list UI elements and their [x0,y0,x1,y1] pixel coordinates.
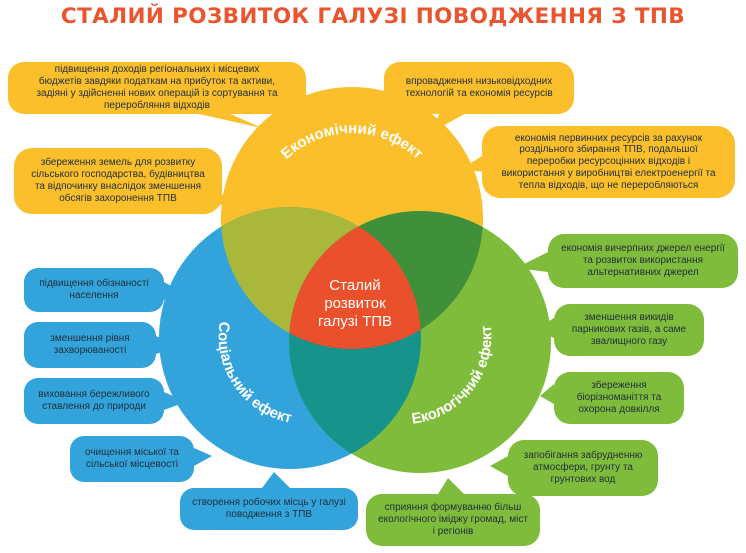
ecological-bubble-3: збереження біорізноманіття та охорона до… [554,372,684,424]
social-bubble-4: очищення міської та сільської місцевості [70,436,194,482]
social-bubble-1: підвищення обізнаності населення [24,268,164,312]
center-label-line: розвиток [324,295,386,312]
center-label-line: Сталий [329,277,380,294]
page-title: СТАЛИЙ РОЗВИТОК ГАЛУЗІ ПОВОДЖЕННЯ З ТПВ [60,4,686,29]
social-bubble-3: виховання бережливого ставлення до приро… [24,378,164,424]
ecological-bubble-4: запобігання забрудненню атмосфери, грунт… [508,440,658,496]
ecological-bubble-1: економія вичерпних джерел енергії та роз… [548,234,738,288]
bubble-pointer [190,112,262,128]
bubble-pointer [164,392,186,410]
bubble-pointer [262,472,290,488]
economic-bubble-4: економія первинних ресурсів за рахунок р… [482,126,735,198]
social-bubble-5: створення робочих місць у галузі поводже… [180,488,358,530]
ecological-bubble-5: сприяння формуванню більш екологічного і… [366,494,540,546]
economic-bubble-3: збереження земель для розвитку сільськог… [14,148,222,214]
bubble-pointer [438,478,464,494]
ecological-bubble-2: зменшення викидів парникових газів, а са… [554,304,704,356]
economic-bubble-2: впровадження низьковідходних технологій … [384,62,574,114]
social-bubble-2: зменшення рівня захворюваності [24,322,156,368]
bubble-pointer [540,384,554,404]
bubble-pointer [194,448,212,466]
bubble-pointer [490,456,508,476]
center-label-line: галузі ТПВ [318,313,392,330]
economic-bubble-1: підвищення доходів регіональних і місцев… [8,62,306,114]
